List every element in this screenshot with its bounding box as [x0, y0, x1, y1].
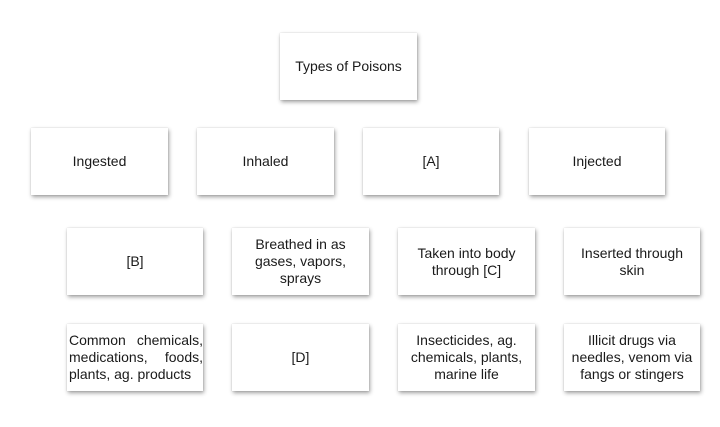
description-text: Taken into body through [C]	[417, 244, 516, 278]
description-node-a: Taken into body through [C]	[398, 228, 535, 295]
type-node-label: [A]	[422, 153, 440, 169]
example-node-inhaled: [D]	[232, 324, 369, 391]
root-node-box: Types of Poisons	[280, 33, 417, 100]
description-text: Breathed in as gases, vapors, sprays	[254, 236, 347, 286]
example-text: Insecticides, ag. chemicals, plants, mar…	[410, 332, 523, 382]
type-node-a: [A]	[363, 128, 499, 195]
description-text: Inserted through skin	[581, 244, 683, 278]
description-text: [B]	[126, 253, 144, 269]
example-node-injected: Illicit drugs via needles, venom via fan…	[564, 324, 700, 391]
type-node-inhaled: Inhaled	[197, 128, 334, 195]
example-node-ingested: Common chemicals, medications, foods, pl…	[67, 324, 203, 391]
description-node-injected: Inserted through skin	[564, 228, 700, 295]
root-node-label: Types of Poisons	[295, 58, 402, 74]
description-node-ingested: [B]	[67, 228, 203, 295]
example-text: Illicit drugs via needles, venom via fan…	[571, 332, 693, 382]
example-text: [D]	[291, 349, 310, 365]
type-node-ingested: Ingested	[31, 128, 168, 195]
type-node-label: Injected	[572, 153, 622, 169]
type-node-label: Ingested	[72, 153, 127, 169]
type-node-label: Inhaled	[242, 153, 289, 169]
description-node-inhaled: Breathed in as gases, vapors, sprays	[232, 228, 369, 295]
example-text: Common chemicals, medications, foods, pl…	[69, 332, 203, 382]
example-node-a: Insecticides, ag. chemicals, plants, mar…	[398, 324, 535, 391]
type-node-injected: Injected	[529, 128, 665, 195]
